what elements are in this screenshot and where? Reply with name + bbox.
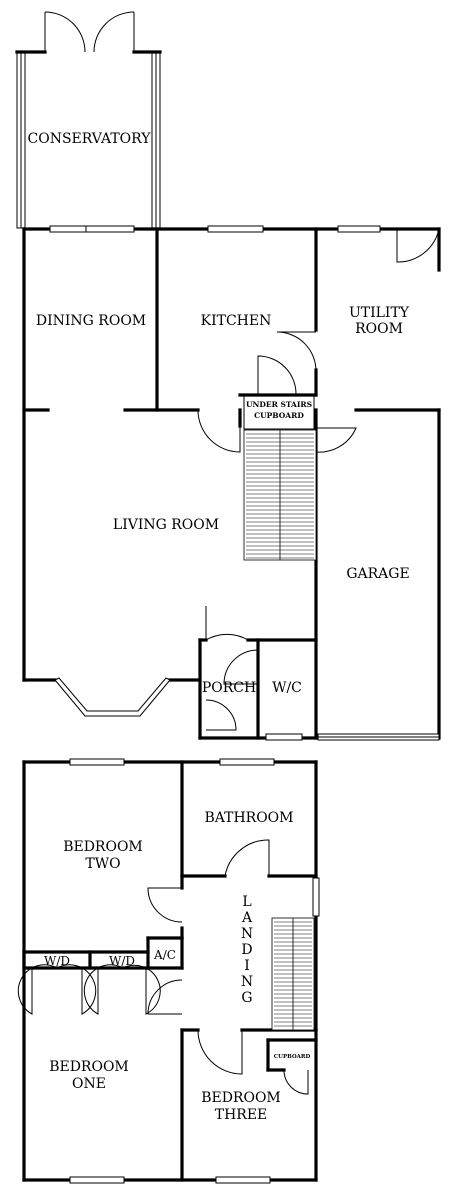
first-staircase <box>271 917 315 1031</box>
landing-letter: G <box>241 990 252 1006</box>
bedroom-two-window <box>69 758 125 766</box>
utility-window <box>337 225 381 233</box>
living-room-label: LIVING ROOM <box>113 517 219 533</box>
landing-letter: L <box>242 894 251 910</box>
landing-letter: D <box>241 942 252 958</box>
ground-doors <box>197 228 440 731</box>
wc-window <box>265 733 303 741</box>
airing-cupboard-label: A/C <box>153 948 176 962</box>
under-stairs-label-line1: UNDER STAIRS <box>246 400 312 409</box>
dining-room-label: DINING ROOM <box>36 313 146 329</box>
first-doors <box>17 839 309 1095</box>
bedroom-one-window <box>69 1176 125 1184</box>
landing-window <box>312 877 320 917</box>
kitchen-window <box>207 225 264 233</box>
landing-letter: I <box>244 958 250 974</box>
utility-room-label-line2: ROOM <box>355 321 403 337</box>
garage-door <box>317 733 440 741</box>
bathroom-window <box>219 758 275 766</box>
bedroom-three-window <box>215 1176 271 1184</box>
garage-label: GARAGE <box>346 566 409 582</box>
bedroom-two-label-line2: TWO <box>85 856 120 872</box>
bedroom-two-label-line1: BEDROOM <box>63 839 143 855</box>
bedroom-three-label-line1: BEDROOM <box>201 1090 281 1106</box>
bedroom-one-label-line2: ONE <box>72 1076 106 1092</box>
landing-letter: A <box>241 910 253 926</box>
conservatory-door-frame <box>85 225 135 233</box>
ground-floor: CONSERVATORY DINING ROOM KITCHEN UTILITY… <box>15 11 441 741</box>
wardrobe-1-label: W/D <box>44 954 70 968</box>
utility-room-label-line1: UTILITY <box>349 305 410 321</box>
kitchen-label: KITCHEN <box>201 313 272 329</box>
landing-letter: N <box>241 974 253 990</box>
ground-staircase <box>243 429 317 561</box>
wc-label: W/C <box>272 680 302 696</box>
under-stairs-cupboard-outline <box>243 394 315 430</box>
landing-letter: N <box>241 926 253 942</box>
bedroom-one-label-line1: BEDROOM <box>49 1059 129 1075</box>
porch-label: PORCH <box>202 680 256 696</box>
living-room-bay-window <box>54 677 171 717</box>
cupboard-label: CUPBOARD <box>274 1054 311 1060</box>
bedroom-three-label-line2: THREE <box>215 1107 268 1123</box>
first-interior-walls <box>22 760 318 1182</box>
conservatory-structure <box>15 11 162 229</box>
conservatory-label: CONSERVATORY <box>28 131 152 147</box>
wardrobe-2-label: W/D <box>109 954 135 968</box>
bathroom-label: BATHROOM <box>204 810 293 826</box>
under-stairs-label-line2: CUPBOARD <box>254 411 304 420</box>
